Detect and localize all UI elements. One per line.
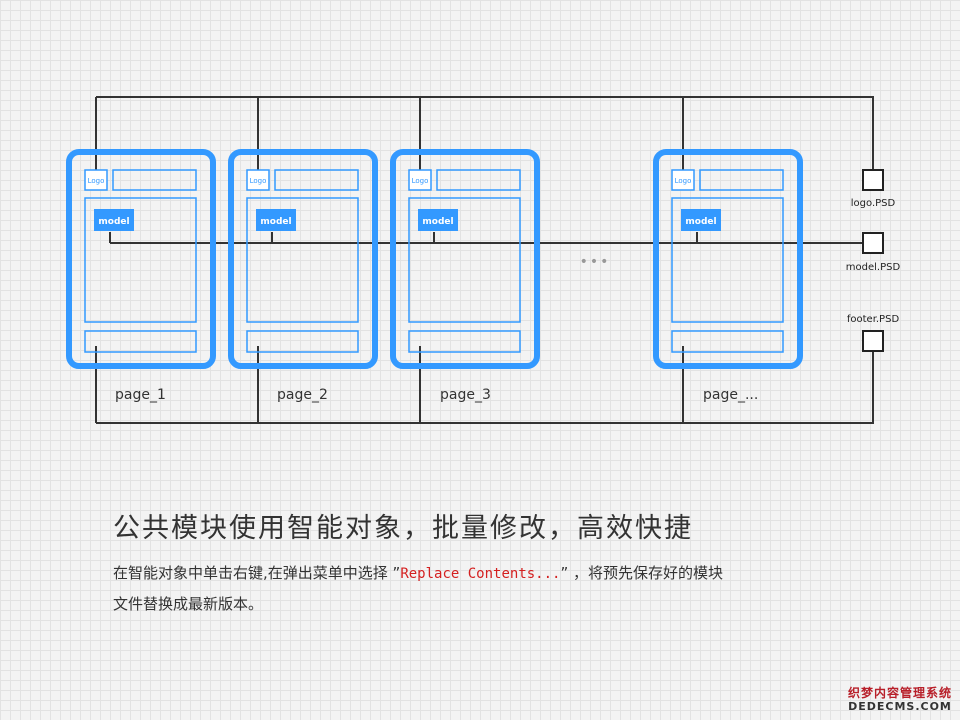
file-label: logo.PSD [851, 198, 896, 209]
watermark-title: 织梦内容管理系统 [847, 686, 952, 700]
file-node [862, 330, 884, 352]
logo-bus-line [96, 96, 874, 170]
header-bar [274, 169, 359, 191]
model-tag [681, 209, 721, 231]
content-box [84, 197, 197, 323]
header-bar [436, 169, 521, 191]
headline: 公共模块使用智能对象，批量修改，高效快捷 [113, 513, 693, 544]
model-tag-text: model [422, 217, 453, 227]
page-label: page_3 [440, 387, 491, 403]
footer-bar [84, 330, 197, 353]
file-node [862, 169, 884, 191]
logo-box [408, 169, 432, 191]
footer-bar [408, 330, 521, 353]
model-tag [418, 209, 458, 231]
description: 在智能对象中单击右键,在弹出菜单中选择 ”Replace Contents...… [113, 558, 873, 619]
page-frame [228, 149, 378, 369]
connector-lines [95, 96, 874, 424]
description-text-after: ” ，将预先保存好的模块 [560, 564, 724, 582]
description-text: 在智能对象中单击右键,在弹出菜单中选择 ” [113, 564, 401, 582]
file-node [862, 232, 884, 254]
content-box [671, 197, 784, 323]
footer-bar [671, 330, 784, 353]
logo-text: Logo [88, 177, 105, 185]
logo-box [84, 169, 108, 191]
model-tag [256, 209, 296, 231]
footer-bar [246, 330, 359, 353]
content-box [408, 197, 521, 323]
model-tag [94, 209, 134, 231]
page-label: page_... [703, 387, 758, 403]
page-card-2: Logo model page_2 [228, 149, 378, 403]
file-label: footer.PSD [847, 314, 900, 325]
logo-box [671, 169, 695, 191]
header-bar [112, 169, 197, 191]
logo-text: Logo [412, 177, 429, 185]
file-footer-psd: footer.PSD [847, 314, 900, 352]
ellipsis-dots: ••• [580, 254, 611, 270]
description-line-2: 文件替换成最新版本。 [113, 595, 264, 613]
page-frame [66, 149, 216, 369]
file-logo-psd: logo.PSD [851, 169, 896, 209]
logo-box [246, 169, 270, 191]
page-label: page_2 [277, 387, 328, 403]
page-card-4: Logo model page_... [653, 149, 803, 403]
watermark-domain: DEDECMS.COM [848, 700, 952, 713]
model-tag-text: model [260, 217, 291, 227]
logo-text: Logo [675, 177, 692, 185]
smart-object-diagram: Logo model page_1 Logo model page_2 Logo… [66, 96, 901, 424]
page-frame [390, 149, 540, 369]
page-label: page_1 [115, 387, 166, 403]
model-tag-text: model [98, 217, 129, 227]
logo-text: Logo [250, 177, 267, 185]
page-card-3: Logo model page_3 [390, 149, 540, 403]
header-bar [699, 169, 784, 191]
description-line-1: 在智能对象中单击右键,在弹出菜单中选择 ”Replace Contents...… [113, 558, 873, 589]
model-tag-text: model [685, 217, 716, 227]
page-frame [653, 149, 803, 369]
file-label: model.PSD [846, 262, 901, 273]
file-model-psd: model.PSD [846, 232, 901, 273]
watermark: 织梦内容管理系统 DEDECMS.COM [848, 686, 952, 714]
content-box [246, 197, 359, 323]
footer-bus-line [96, 352, 874, 424]
page-card-1: Logo model page_1 [66, 149, 216, 403]
replace-contents-highlight: Replace Contents... [400, 566, 561, 582]
